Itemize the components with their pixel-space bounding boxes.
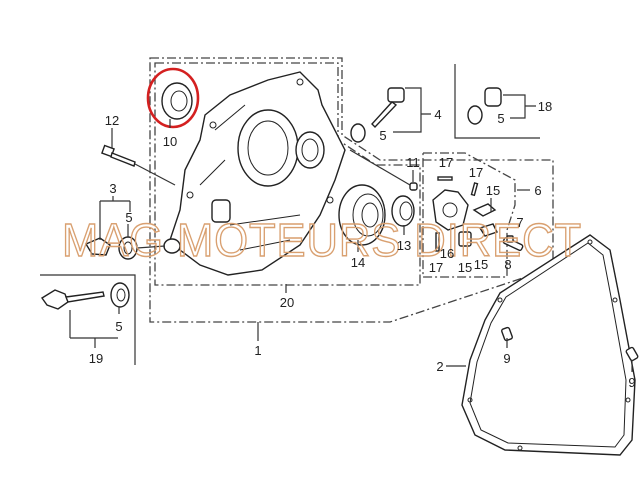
callout-9: 9 bbox=[503, 351, 510, 366]
dowel-pin-9b[interactable] bbox=[625, 346, 639, 362]
bearing-14[interactable] bbox=[338, 184, 386, 246]
crankcase-assembly-frame bbox=[149, 57, 554, 323]
callout-15: 15 bbox=[474, 257, 488, 272]
gasket-2[interactable] bbox=[461, 234, 636, 456]
callout-2: 2 bbox=[436, 359, 443, 374]
callout-5: 5 bbox=[125, 210, 132, 225]
callout-17: 17 bbox=[469, 165, 483, 180]
drain-plug-18[interactable] bbox=[467, 87, 502, 125]
callout-5: 5 bbox=[115, 319, 122, 334]
callout-8: 8 bbox=[504, 257, 511, 272]
callout-13: 13 bbox=[397, 238, 411, 253]
leader-lines bbox=[69, 87, 633, 372]
governor-assembly-6[interactable] bbox=[432, 176, 524, 252]
assembly-frames bbox=[40, 57, 554, 365]
callout-labels: 10 12 3 5 5 19 20 1 4 5 18 5 11 17 17 15… bbox=[89, 99, 636, 390]
callout-9: 9 bbox=[628, 375, 635, 390]
highlight-circle bbox=[146, 67, 200, 129]
callout-17: 17 bbox=[429, 260, 443, 275]
callout-3: 3 bbox=[109, 181, 116, 196]
drain-bolt-4[interactable] bbox=[350, 87, 405, 143]
bearing-13[interactable] bbox=[391, 195, 415, 227]
callout-5: 5 bbox=[379, 128, 386, 143]
oil-filler-cap-3[interactable] bbox=[84, 236, 166, 260]
dowel-11[interactable] bbox=[409, 182, 418, 191]
callout-16: 16 bbox=[440, 246, 454, 261]
callout-15: 15 bbox=[486, 183, 500, 198]
governor-frame bbox=[422, 152, 516, 278]
callout-18: 18 bbox=[538, 99, 552, 114]
watermark-text: MAG MOTEURS DIRECT bbox=[62, 214, 582, 266]
callout-12: 12 bbox=[105, 113, 119, 128]
callout-1: 1 bbox=[254, 343, 261, 358]
leader-line bbox=[349, 149, 411, 186]
oil-seal-10[interactable] bbox=[146, 67, 200, 129]
callout-5: 5 bbox=[497, 111, 504, 126]
callout-11: 11 bbox=[406, 155, 420, 170]
dipstick-19[interactable] bbox=[40, 282, 130, 310]
crankcase-cover bbox=[163, 71, 346, 276]
callout-7: 7 bbox=[516, 215, 523, 230]
callout-19: 19 bbox=[89, 351, 103, 366]
callout-4: 4 bbox=[434, 107, 441, 122]
callout-10: 10 bbox=[163, 134, 177, 149]
callout-14: 14 bbox=[351, 255, 365, 270]
callout-17: 17 bbox=[439, 155, 453, 170]
callout-20: 20 bbox=[280, 295, 294, 310]
callout-15: 15 bbox=[458, 260, 472, 275]
callout-6: 6 bbox=[534, 183, 541, 198]
oil-cap-frame bbox=[40, 274, 136, 365]
dowel-pin-9a[interactable] bbox=[501, 326, 513, 342]
drain-plug-frame bbox=[454, 64, 540, 139]
crankcase-subframe bbox=[154, 62, 421, 286]
bolt-12[interactable] bbox=[101, 144, 176, 186]
